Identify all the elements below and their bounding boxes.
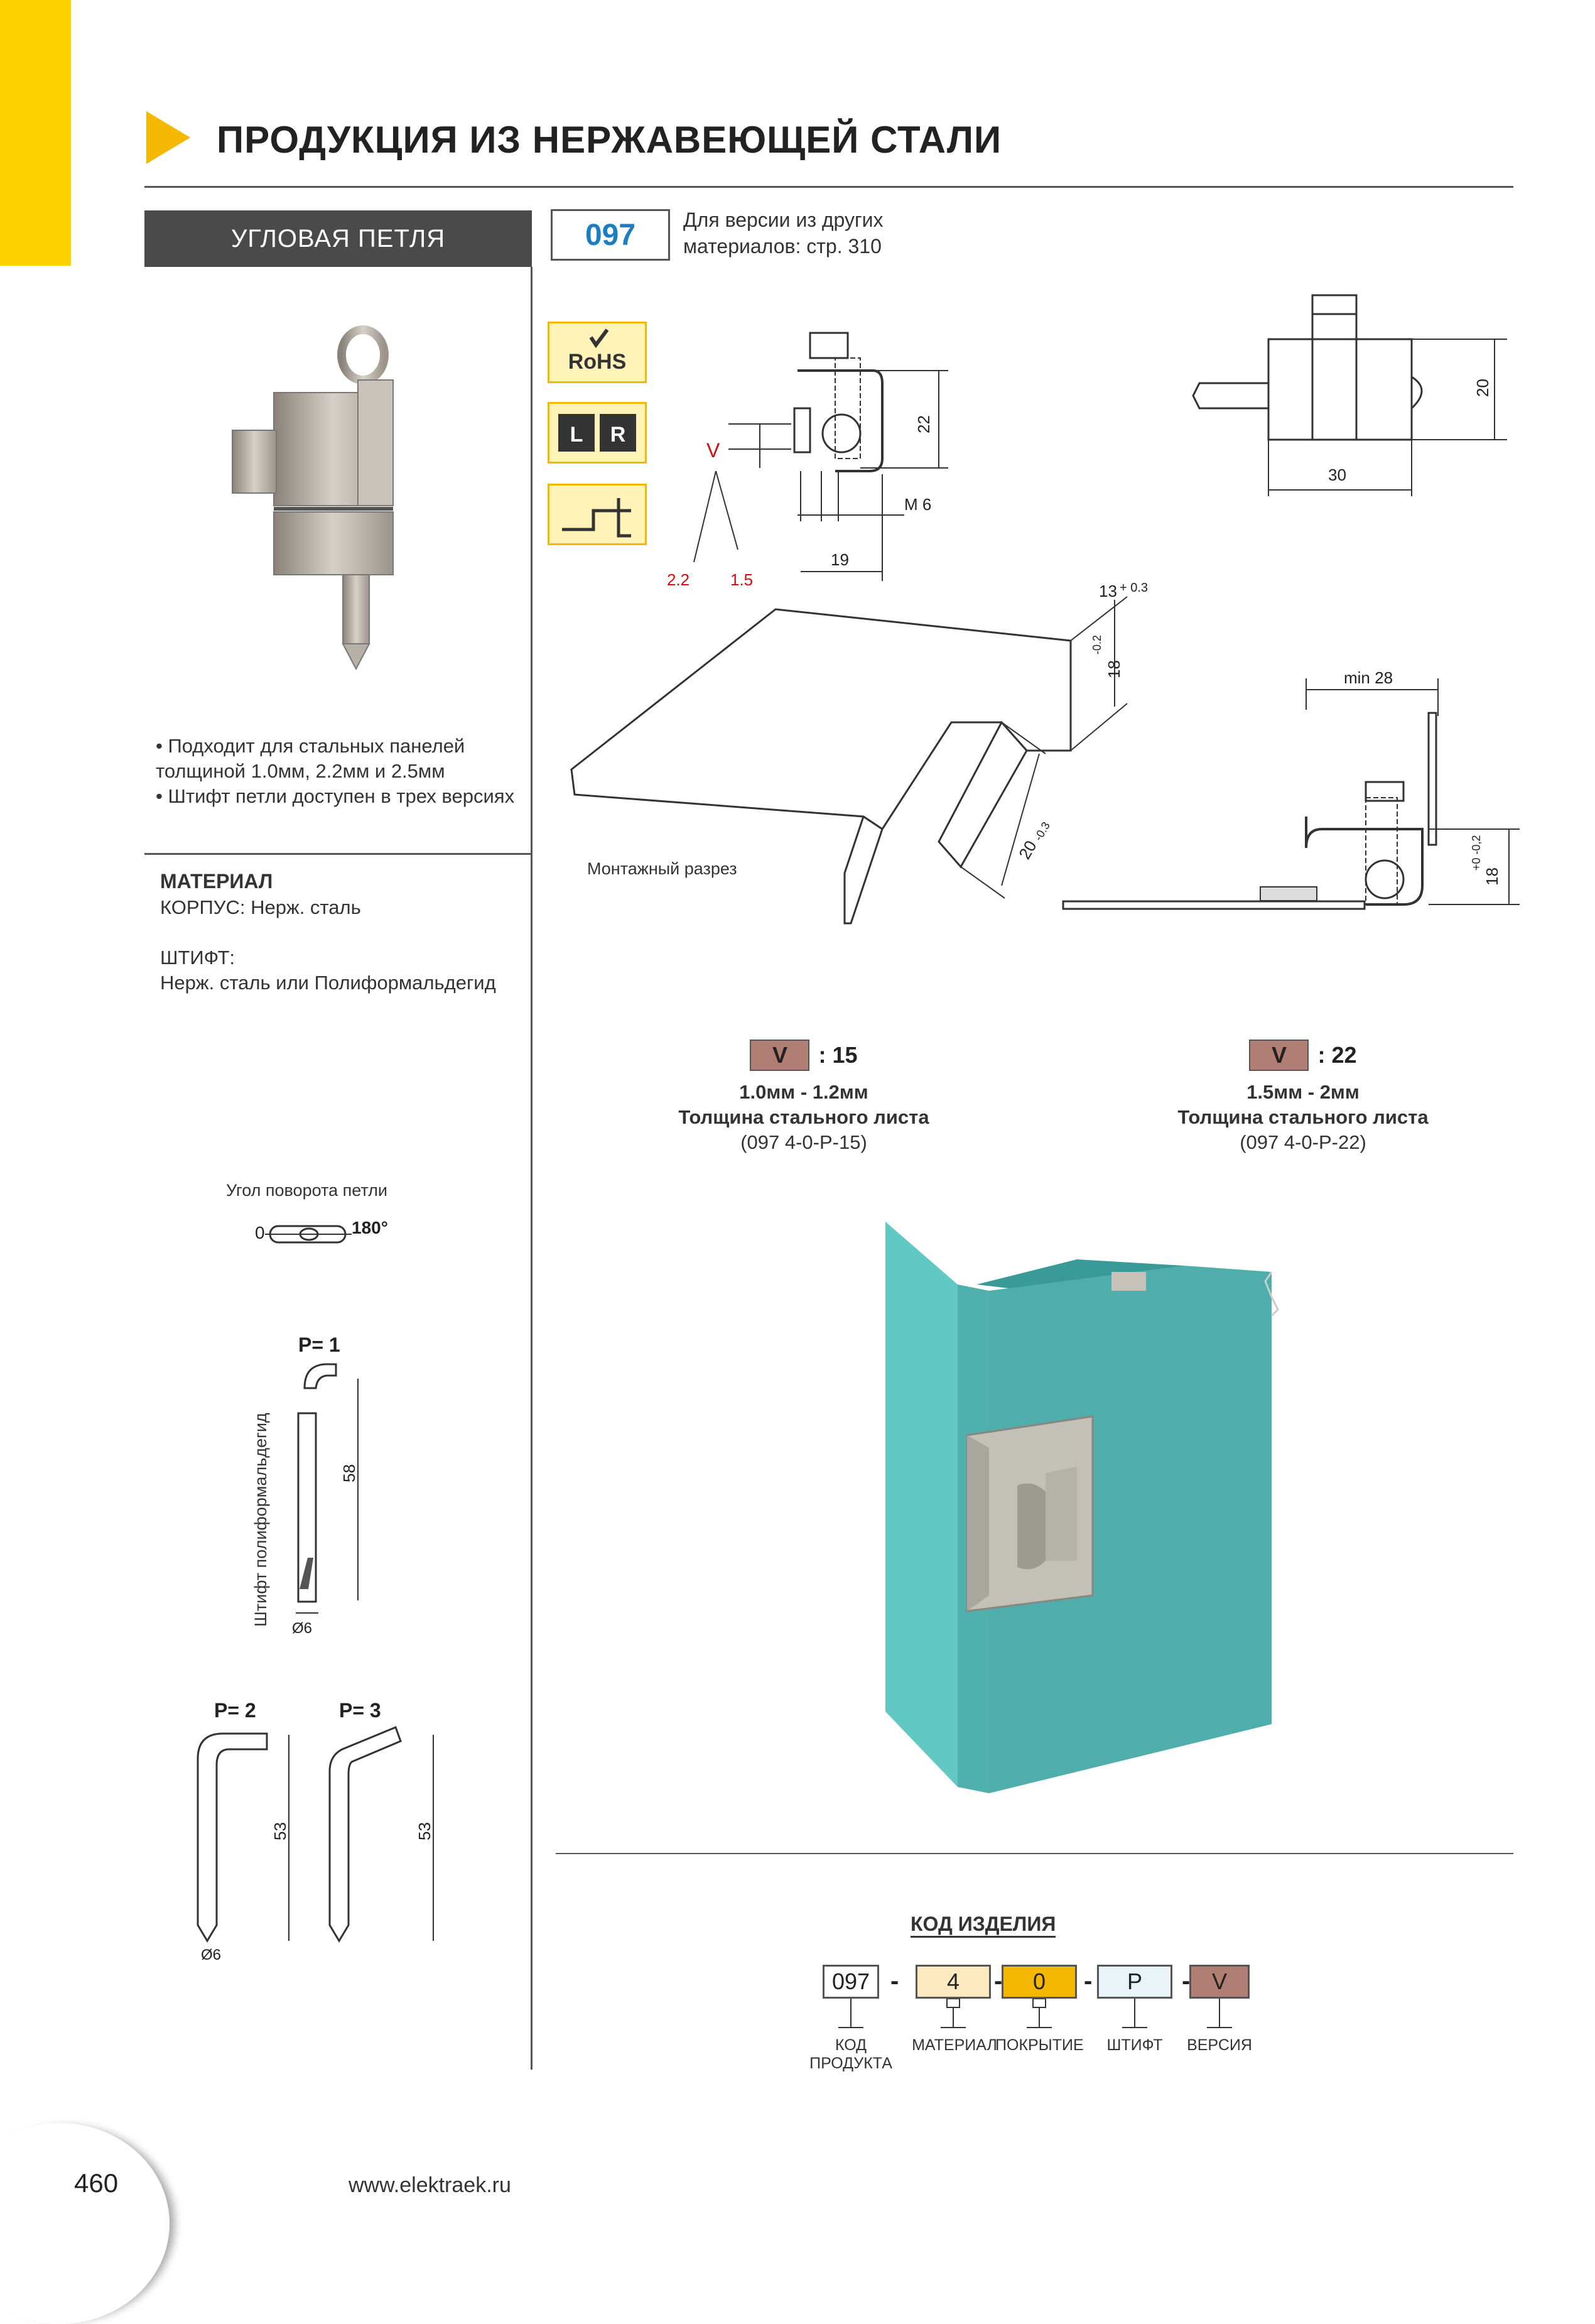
version-range: 1.5мм - 2мм <box>1246 1081 1360 1103</box>
version-desc: Толщина стального листа <box>678 1106 929 1128</box>
rotation-max: 180° <box>352 1219 388 1237</box>
pin-p1-label: P= 1 <box>298 1333 340 1356</box>
pin-p1-length: 58 <box>340 1464 359 1482</box>
version-badge: V <box>750 1040 810 1071</box>
version-value: : 15 <box>818 1042 858 1068</box>
dim-19: 19 <box>831 550 849 569</box>
dim-13-tol: + 0.3 <box>1120 581 1148 595</box>
pin-heading: ШТИФТ: <box>160 947 235 969</box>
cutout-label: Монтажный разрез <box>587 859 737 878</box>
dim-18: 18 <box>1105 660 1123 678</box>
page-title: ПРОДУКЦИЯ ИЗ НЕРЖАВЕЮЩЕЙ СТАЛИ <box>217 119 1002 161</box>
code-dash: - <box>890 1967 899 1995</box>
version-22: V : 22 1.5мм - 2мм Толщина стального лис… <box>1152 1040 1454 1155</box>
code-label-material: МАТЕРИАЛ <box>912 2036 997 2054</box>
code-dash: - <box>1084 1967 1093 1995</box>
code-label-pin: ШТИФТ <box>1106 2036 1163 2054</box>
code-label-coating: ПОКРЫТИЕ <box>995 2036 1084 2054</box>
rotation-label: Угол поворота петли <box>226 1181 387 1200</box>
pin-p2-drawing: P= 2 53 Ø6 <box>192 1696 317 1963</box>
other-materials-note: Для версии из других материалов: стр. 31… <box>683 209 884 258</box>
dim-18-mount: 18 <box>1483 867 1501 886</box>
yellow-edge-strip <box>0 0 71 266</box>
dim-18-mount-tol: +0 -0,2 <box>1470 835 1483 871</box>
pin-body: Нерж. сталь или Полиформальдегид <box>160 972 496 994</box>
dim-20-cut-tol: -0.3 <box>1032 820 1052 843</box>
material-body: КОРПУС: Нерж. сталь <box>160 896 361 918</box>
pin-p2-length: 53 <box>271 1822 289 1840</box>
features-list: • Подходит для стальных панелей толщиной… <box>156 734 520 809</box>
right-label: R <box>610 423 626 447</box>
code-cell-version: V <box>1189 1965 1250 1999</box>
pin-p3-length: 53 <box>415 1822 434 1840</box>
hinge-section-drawing: 22 V 2.2 1.5 M 6 19 <box>653 314 992 603</box>
rotation-min: 0 <box>255 1223 265 1242</box>
version-range: 1.0мм - 1.2мм <box>739 1081 868 1103</box>
version-code: (097 4-0-P-15) <box>740 1131 867 1153</box>
pin-p2-label: P= 2 <box>214 1699 256 1722</box>
code-label-version: ВЕРСИЯ <box>1187 2036 1252 2054</box>
version-15: V : 15 1.0мм - 1.2мм Толщина стального л… <box>653 1040 954 1155</box>
feature-item: • Подходит для стальных панелей толщиной… <box>156 735 465 782</box>
mounted-drawing: min 28 18 +0 -0,2 <box>1058 653 1535 942</box>
dim-30: 30 <box>1328 465 1346 484</box>
version-desc: Толщина стального листа <box>1177 1106 1429 1128</box>
section-title: УГЛОВАЯ ПЕТЛЯ <box>144 210 532 267</box>
title-arrow-icon <box>146 111 190 164</box>
page-number: 460 <box>74 2168 119 2198</box>
website-url[interactable]: www.elektraek.ru <box>349 2173 511 2197</box>
code-cell-product: 097 <box>823 1965 879 1999</box>
code-cell-material: 4 <box>916 1965 991 1999</box>
rohs-label: RoHS <box>568 350 627 374</box>
material-heading: МАТЕРИАЛ <box>160 870 273 893</box>
version-code: (097 4-0-P-22) <box>1240 1131 1366 1153</box>
code-dash: - <box>994 1967 1003 1995</box>
dim-min28: min 28 <box>1344 668 1393 687</box>
product-code-badge: 097 <box>551 209 670 261</box>
left-label: L <box>570 423 583 447</box>
page-corner-curl <box>0 2123 170 2324</box>
code-divider <box>556 1853 1513 1854</box>
v-dim-a: 2.2 <box>667 570 689 589</box>
dim-20-cut: 20 <box>1015 837 1040 862</box>
material-divider <box>144 853 531 855</box>
pin-p3-label: P= 3 <box>339 1699 381 1722</box>
dim-18-tol: -0.2 <box>1091 635 1103 654</box>
dim-20-top: 20 <box>1473 379 1492 397</box>
version-value: : 22 <box>1317 1042 1357 1068</box>
pin-p1-diam: Ø6 <box>292 1620 312 1637</box>
dim-m6: M 6 <box>904 495 931 514</box>
hinge-product-photo <box>214 317 440 681</box>
left-right-badge: L R <box>548 402 647 464</box>
pin-p3-drawing: P= 3 53 <box>327 1696 452 1947</box>
feature-item: • Штифт петли доступен в трех версиях <box>156 785 515 807</box>
code-cell-pin: P <box>1097 1965 1172 1999</box>
code-cell-coating: 0 <box>1002 1965 1077 1999</box>
code-label-product: КОД ПРОДУКТА <box>809 2036 892 2072</box>
cutout-drawing: 13 + 0.3 18 -0.2 20 -0.3 Монтажный разре… <box>568 572 1165 948</box>
cabinet-render <box>876 1209 1290 1812</box>
mounting-profile-icon <box>548 484 647 545</box>
column-divider <box>531 267 533 2070</box>
hinge-top-drawing: 20 30 <box>1181 289 1520 509</box>
version-badge: V <box>1249 1040 1309 1071</box>
dim-13: 13 <box>1099 582 1117 600</box>
pin-p2-diam: Ø6 <box>201 1947 221 1960</box>
code-dash: - <box>1182 1967 1191 1995</box>
rohs-badge: RoHS <box>548 322 647 383</box>
product-code-builder: 097 - 4 - 0 - P - V КОД ПРОДУКТА МАТЕРИА… <box>809 1965 1252 2097</box>
product-code-heading: КОД ИЗДЕЛИЯ <box>911 1913 1056 1938</box>
pin-p1-drawing: P= 1 58 Ø6 <box>248 1332 405 1646</box>
header-divider <box>144 186 1513 188</box>
dim-22: 22 <box>914 415 933 433</box>
v-dim-b: 1.5 <box>730 570 753 589</box>
v-label: V <box>706 439 720 462</box>
rotation-diagram: 0 180° <box>251 1218 402 1250</box>
pin-p1-material: Штифт полиформальдегид <box>251 1413 270 1627</box>
